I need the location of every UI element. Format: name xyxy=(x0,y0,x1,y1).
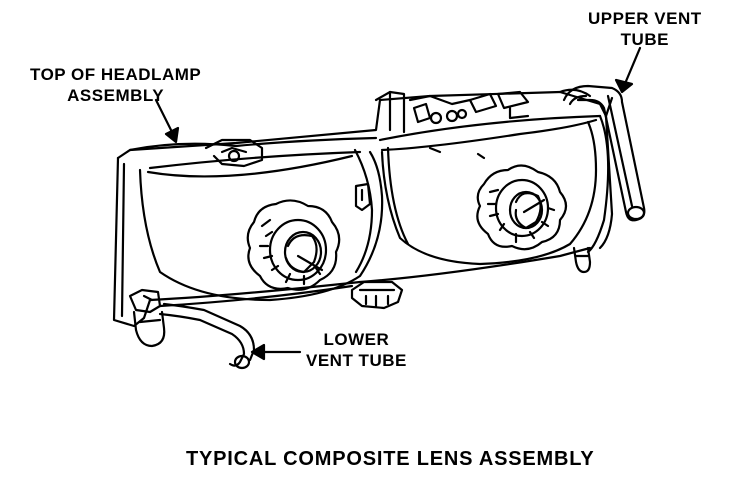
left-lamp-lens xyxy=(138,148,384,302)
top-of-headlamp-label-line1: TOP OF HEADLAMP xyxy=(30,65,202,84)
housing-outline xyxy=(112,90,614,328)
right-locating-pin xyxy=(572,246,592,274)
leader-arrows xyxy=(154,46,642,361)
upper-vent-tube-label-line2: TUBE xyxy=(620,30,669,49)
figure-caption: TYPICAL COMPOSITE LENS ASSEMBLY xyxy=(186,448,595,470)
upper-vent-tube-label-line1: UPPER VENT xyxy=(588,9,702,28)
lower-vent-tube xyxy=(158,302,256,370)
lower-vent-tube-label-line2: VENT TUBE xyxy=(306,351,407,370)
upper-vent-tube-label: UPPER VENT TUBE xyxy=(588,8,702,50)
right-lamp-lens xyxy=(380,118,598,266)
left-lower-bracket xyxy=(128,288,166,348)
right-adjuster-knob xyxy=(476,164,568,251)
upper-vent-tube xyxy=(562,84,646,222)
lower-vent-tube-label-line1: LOWER xyxy=(323,330,390,349)
top-of-headlamp-label-line2: ASSEMBLY xyxy=(67,86,165,105)
left-adjuster-knob xyxy=(246,199,341,291)
top-mounting-hardware xyxy=(204,88,592,168)
top-of-headlamp-label: TOP OF HEADLAMP ASSEMBLY xyxy=(30,64,201,106)
bottom-adjuster xyxy=(350,280,404,310)
lower-vent-tube-label: LOWER VENT TUBE xyxy=(306,329,407,371)
